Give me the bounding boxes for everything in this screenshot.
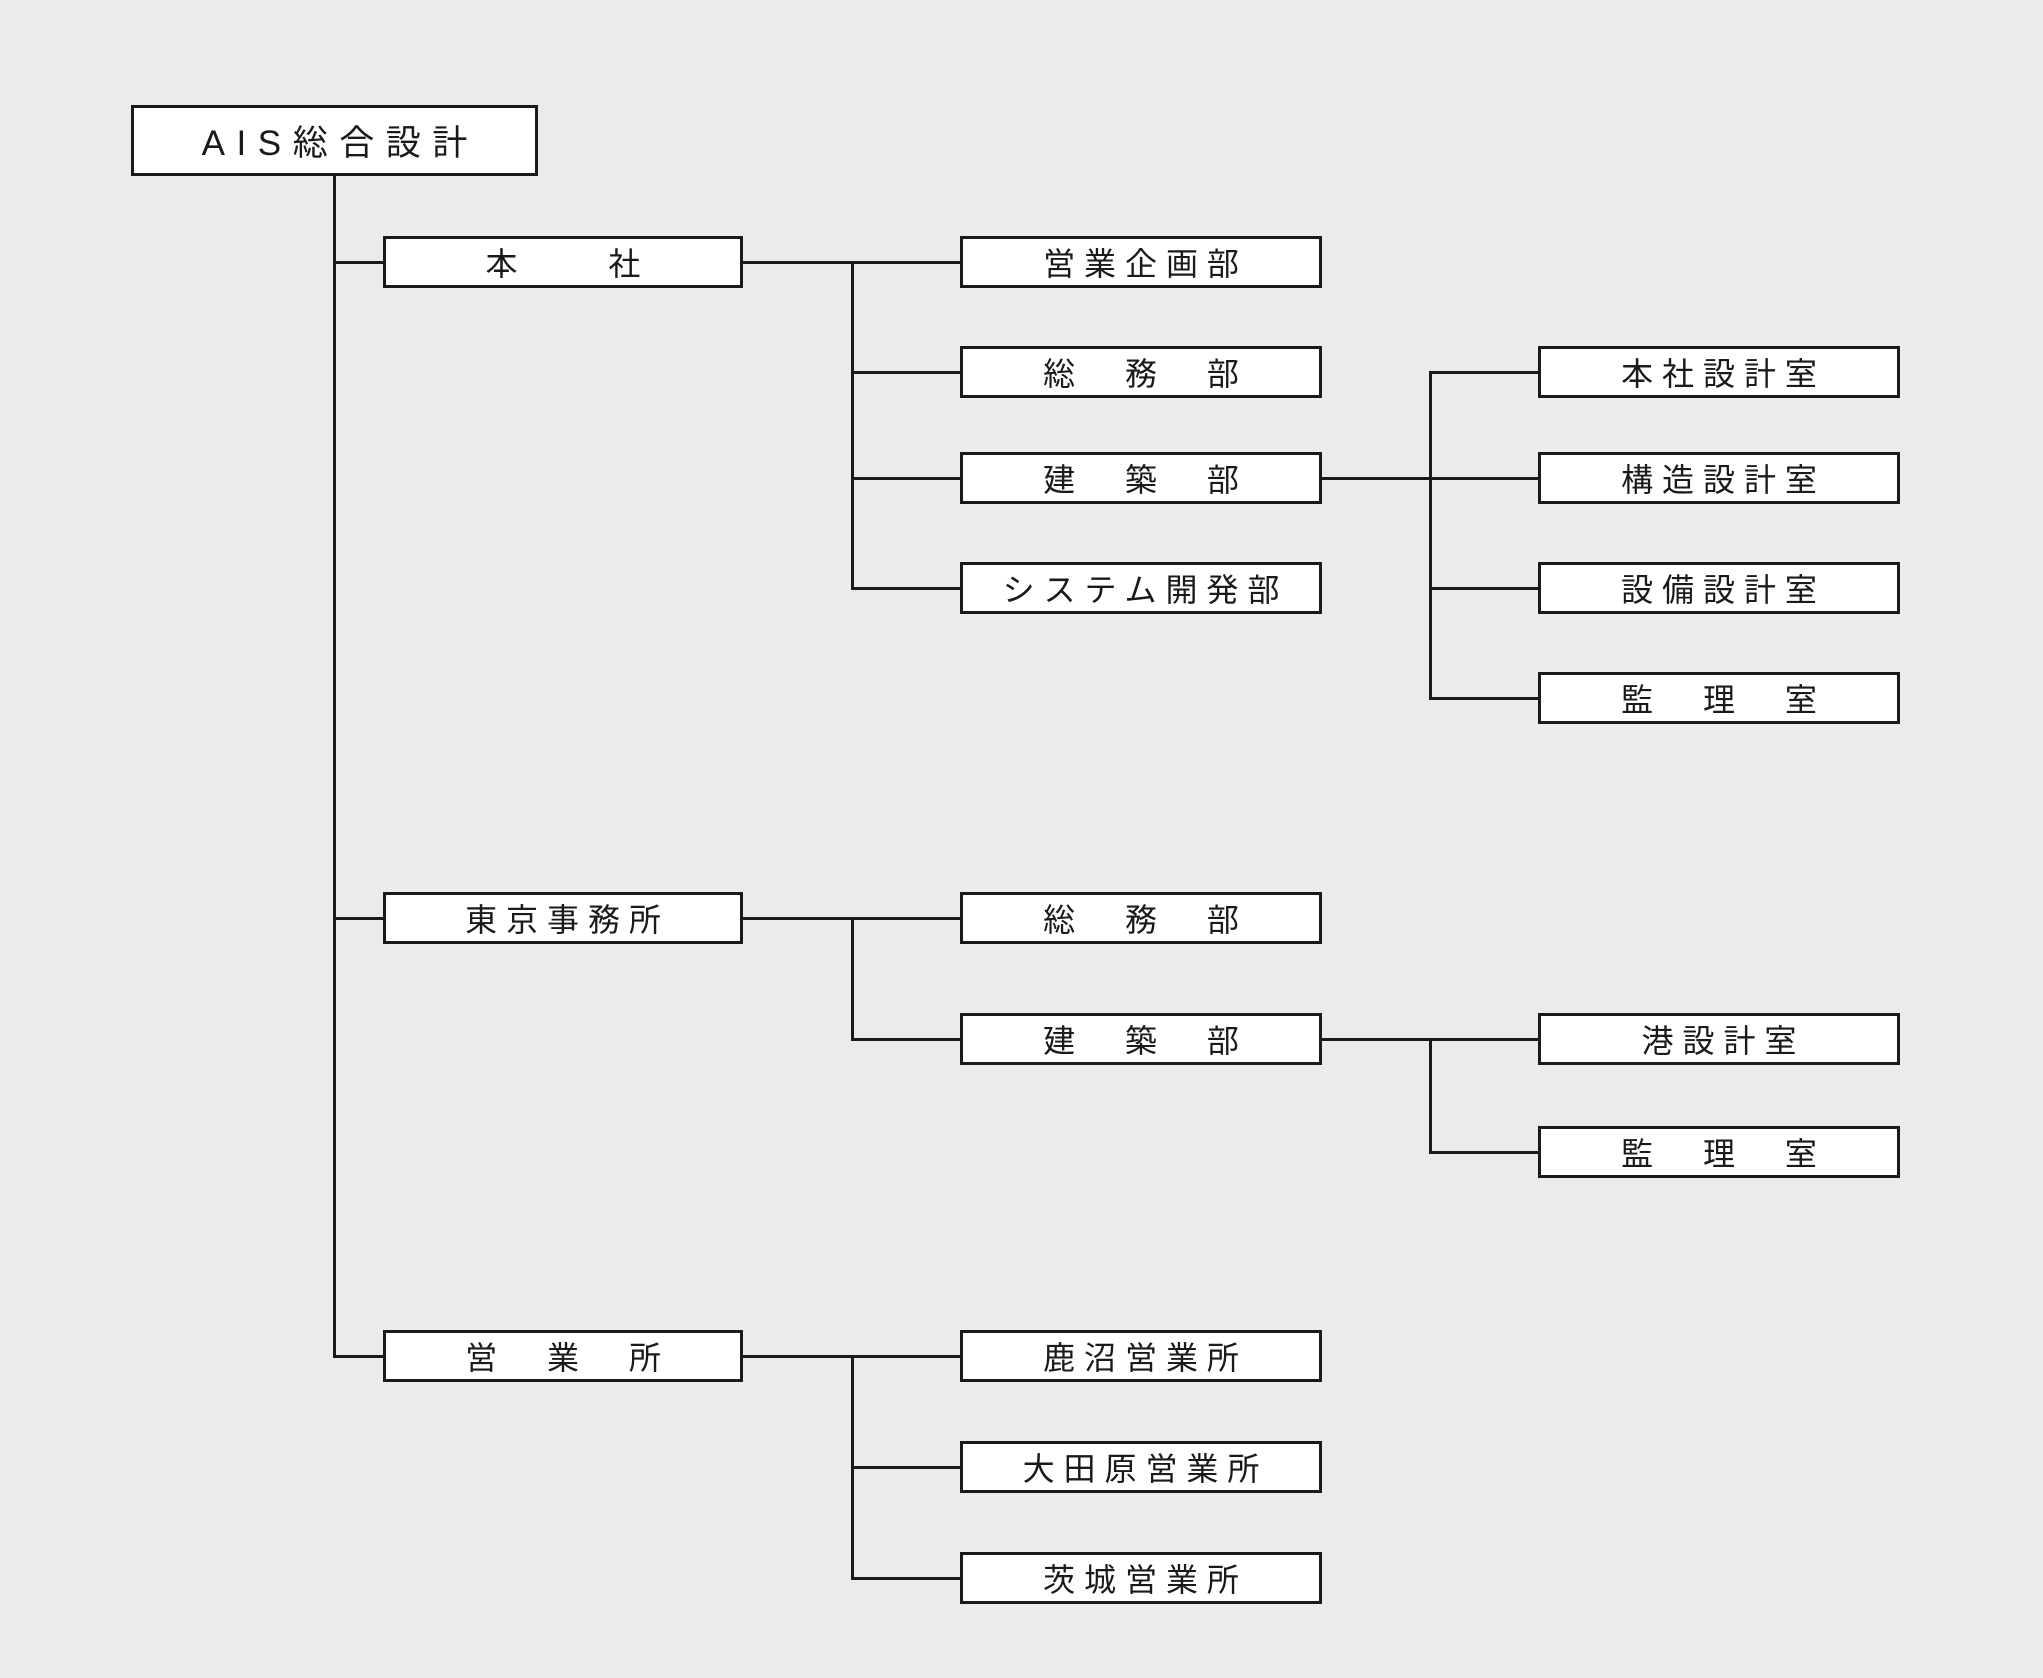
connector-stub-tokyo-kanri <box>1429 1151 1538 1154</box>
org-node-tokyo-office: 東京事務所 <box>383 892 743 944</box>
org-node-label: システム開発部 <box>1002 572 1289 608</box>
org-node-tokyo-supervision-room: 監 理 室 <box>1538 1126 1900 1178</box>
org-node-tokyo-general-affairs-dept: 総 務 部 <box>960 892 1322 944</box>
org-node-label: 営業企画部 <box>1043 246 1248 282</box>
connector-root-to-eigyosho <box>333 1355 385 1358</box>
org-node-label: 茨城営業所 <box>1043 1562 1248 1598</box>
org-node-label: 東京事務所 <box>465 902 670 938</box>
org-node-label: 大田原営業所 <box>1022 1451 1269 1487</box>
org-node-structural-design-room: 構造設計室 <box>1538 452 1900 504</box>
connector-root-to-honsha <box>333 261 385 264</box>
connector-stub-hq-kanri <box>1429 697 1538 700</box>
connector-honsha-dept-trunk <box>851 261 854 590</box>
connector-stub-hq-kenchiku <box>851 477 960 480</box>
org-node-honsha: 本 社 <box>383 236 743 288</box>
connector-stub-tokyo-kenchiku <box>851 1038 960 1041</box>
connector-stub-ibaraki <box>851 1577 960 1580</box>
org-node-label: 本 社 <box>485 246 650 282</box>
connector-stub-honsha-sekkei <box>1429 371 1538 374</box>
org-node-ibaraki-sales-office: 茨城営業所 <box>960 1552 1322 1604</box>
connector-root-to-tokyo <box>333 917 385 920</box>
org-node-ohtawara-sales-office: 大田原営業所 <box>960 1441 1322 1493</box>
org-node-hq-design-room: 本社設計室 <box>1538 346 1900 398</box>
org-node-equipment-design-room: 設備設計室 <box>1538 562 1900 614</box>
org-node-label: 総 務 部 <box>1043 902 1248 938</box>
org-node-label: 総 務 部 <box>1043 356 1248 392</box>
connector-stub-hq-system <box>851 587 960 590</box>
connector-stub-setsubi-sekkei <box>1429 587 1538 590</box>
org-node-hq-architecture-dept: 建 築 部 <box>960 452 1322 504</box>
org-node-hq-system-dev-dept: システム開発部 <box>960 562 1322 614</box>
org-node-minato-design-room: 港設計室 <box>1538 1013 1900 1065</box>
org-node-label: 建 築 部 <box>1043 1023 1248 1059</box>
connector-hq-room-trunk <box>1429 371 1432 700</box>
org-node-label: 監 理 室 <box>1621 682 1826 718</box>
org-node-label: 監 理 室 <box>1621 1136 1826 1172</box>
connector-stub-ohtawara <box>851 1466 960 1469</box>
org-node-label: 設備設計室 <box>1621 572 1826 608</box>
org-node-label: 本社設計室 <box>1621 356 1826 392</box>
org-node-hq-sales-planning-dept: 営業企画部 <box>960 236 1322 288</box>
org-node-hq-general-affairs-dept: 総 務 部 <box>960 346 1322 398</box>
org-node-label: 港設計室 <box>1641 1023 1806 1059</box>
connector-root-trunk <box>333 176 336 1357</box>
org-node-eigyosho: 営 業 所 <box>383 1330 743 1382</box>
org-node-company-root: AIS総合設計 <box>131 105 538 176</box>
org-node-kanuma-sales-office: 鹿沼営業所 <box>960 1330 1322 1382</box>
connector-tokyo-dept-trunk <box>851 917 854 1040</box>
org-node-label: 営 業 所 <box>465 1340 670 1376</box>
org-node-label: 構造設計室 <box>1621 462 1826 498</box>
org-node-hq-supervision-room: 監 理 室 <box>1538 672 1900 724</box>
org-node-label: 鹿沼営業所 <box>1043 1340 1248 1376</box>
org-node-label: 建 築 部 <box>1043 462 1248 498</box>
org-node-tokyo-architecture-dept: 建 築 部 <box>960 1013 1322 1065</box>
connector-tokyo-room-trunk <box>1429 1038 1432 1154</box>
connector-stub-hq-soumu <box>851 371 960 374</box>
org-node-label: AIS総合設計 <box>201 124 479 163</box>
